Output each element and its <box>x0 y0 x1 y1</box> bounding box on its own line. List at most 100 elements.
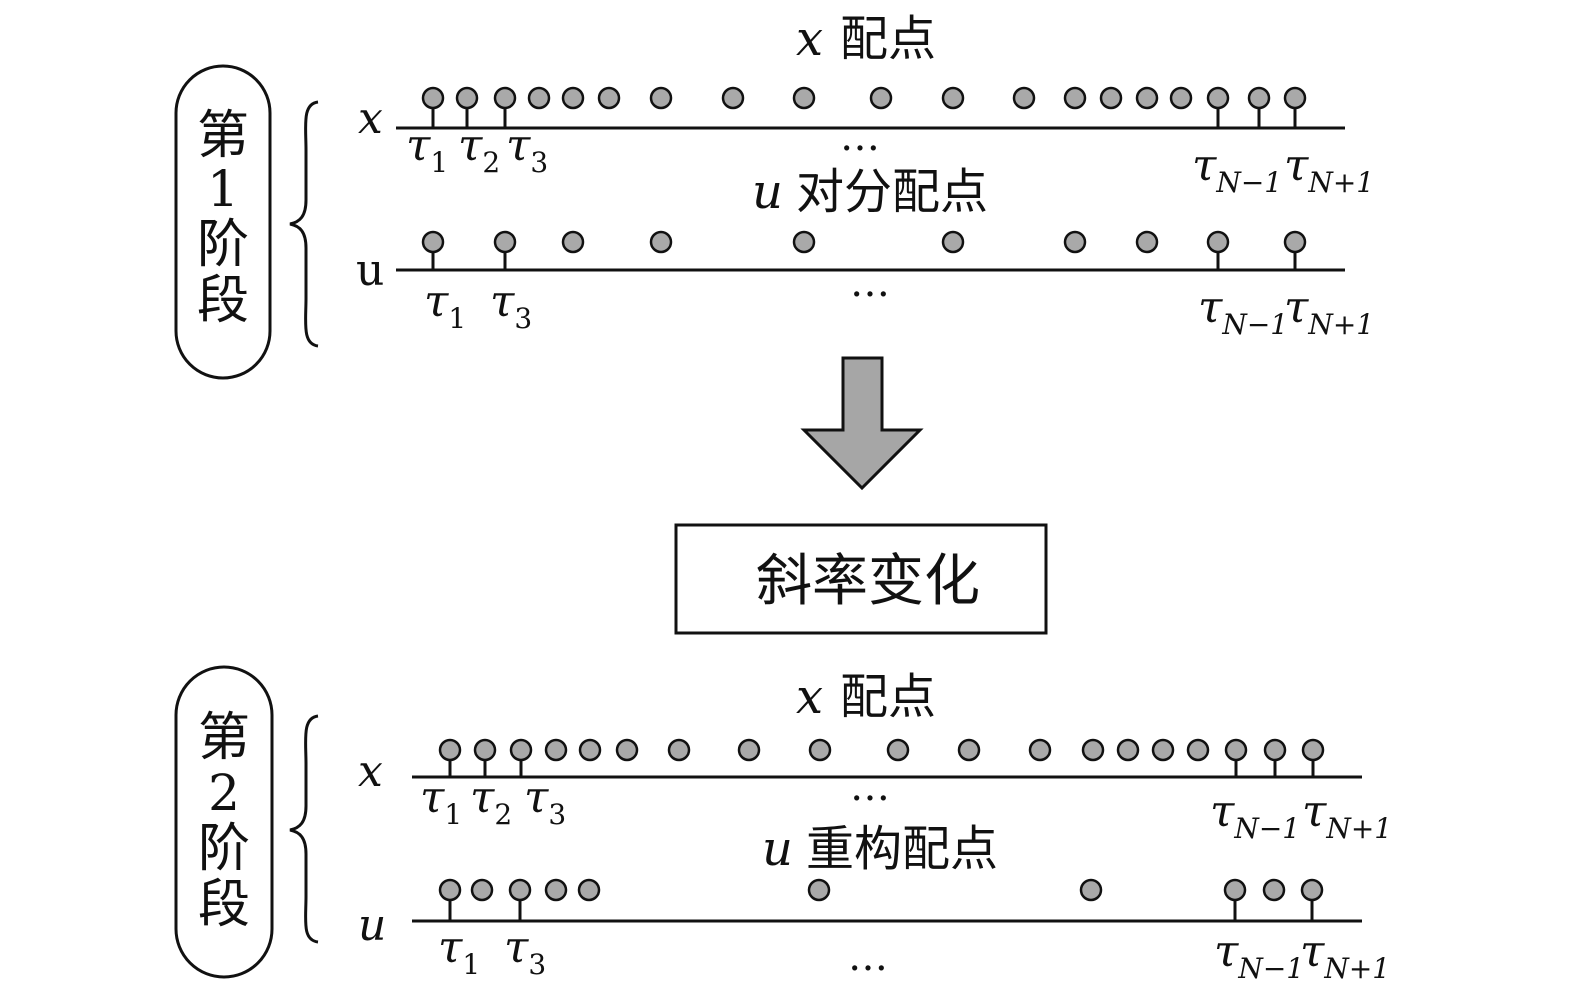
collocation-point <box>421 230 445 254</box>
collocation-point <box>597 86 621 110</box>
collocation-point <box>527 86 551 110</box>
stage2-u-title-text: 重构配点 <box>806 821 998 877</box>
collocation-point <box>1206 86 1230 110</box>
tau-tick-label: τ3 <box>506 120 548 179</box>
stage1-u-ellipsis: … <box>850 260 890 306</box>
stage1-x-title-text: 配点 <box>840 11 936 67</box>
stage1-u-dots <box>421 230 1307 254</box>
stage1-pill <box>174 64 272 380</box>
stage2-pill-label-b1: 阶 <box>198 819 250 879</box>
collocation-point <box>1283 86 1307 110</box>
collocation-point <box>493 86 517 110</box>
stage2-pill-label-num: 2 <box>208 764 240 822</box>
collocation-point <box>941 230 965 254</box>
collocation-point <box>792 86 816 110</box>
collocation-point <box>470 878 494 902</box>
collocation-point <box>649 86 673 110</box>
stage2-x-title-var: x <box>796 669 823 725</box>
collocation-point <box>721 86 745 110</box>
collocation-point <box>941 86 965 110</box>
stage1-pill-label-b2: 段 <box>197 271 249 331</box>
collocation-point <box>792 230 816 254</box>
tau-tick-label: τN−1 <box>1198 282 1288 341</box>
tau-tick-label: τ1 <box>438 922 480 981</box>
tau-tick-label: τ2 <box>470 772 512 831</box>
stage1-x-title-var: x <box>796 11 823 67</box>
collocation-point <box>1262 878 1286 902</box>
slope-change-label: 斜率变化 <box>756 549 980 614</box>
collocation-point <box>667 738 691 762</box>
collocation-point <box>615 738 639 762</box>
collocation-point <box>577 878 601 902</box>
slope-change-box <box>674 523 1048 635</box>
collocation-point <box>957 738 981 762</box>
stage1-u-tick-labels: τ1 τ3 τN−1τN+1 <box>424 276 1374 341</box>
collocation-point <box>1151 738 1175 762</box>
tau-tick-label: τ2 <box>458 120 500 179</box>
tau-tick-label: τ1 <box>420 772 462 831</box>
collocation-point <box>1283 230 1307 254</box>
stage1-pill-label-b1: 阶 <box>197 215 249 275</box>
collocation-point <box>508 878 532 902</box>
stage1-x-axis-label: x <box>358 93 383 144</box>
tau-tick-label: τN+1 <box>1284 282 1374 341</box>
collocation-point <box>421 86 445 110</box>
collocation-point <box>1223 878 1247 902</box>
stage1-pill-label-num: 1 <box>207 160 239 218</box>
stage2-u-ticks <box>448 900 1314 921</box>
stage2-u-title-var: u <box>762 821 793 877</box>
tau-tick-label: τN+1 <box>1300 926 1390 985</box>
stage1-x-dots <box>421 86 1307 110</box>
collocation-point <box>1028 738 1052 762</box>
collocation-point <box>544 878 568 902</box>
tau-tick-label: τN−1 <box>1210 786 1300 845</box>
collocation-point <box>808 738 832 762</box>
collocation-point <box>1063 230 1087 254</box>
stage1-u-title-var: u <box>752 164 783 220</box>
stage1-u-axis-label: u <box>356 245 384 296</box>
tau-tick-label: τN−1 <box>1192 140 1282 199</box>
stage1-u-title-text: 对分配点 <box>796 164 988 220</box>
collocation-point <box>1300 878 1324 902</box>
stage2-x-ticks <box>448 760 1315 777</box>
collocation-point <box>1263 738 1287 762</box>
collocation-point <box>509 738 533 762</box>
tau-tick-label: τ3 <box>490 276 532 335</box>
stage2-u-dots <box>438 878 1324 902</box>
tau-tick-label: τN+1 <box>1284 140 1374 199</box>
stage1-u-ticks <box>431 252 1297 270</box>
collocation-point <box>649 230 673 254</box>
stage1-x-ellipsis: … <box>840 114 880 160</box>
collocation-point <box>737 738 761 762</box>
stage2-x-title-text: 配点 <box>840 669 936 725</box>
stage2-x-ellipsis: … <box>850 764 890 810</box>
collocation-point <box>1224 738 1248 762</box>
stage1-pill-label-top: 第 <box>197 106 249 166</box>
stage2-x-axis-label: x <box>358 746 383 797</box>
collocation-point <box>1081 738 1105 762</box>
stage2-u-axis-label: u <box>358 900 386 951</box>
collocation-point <box>1099 86 1123 110</box>
stage1-curly-brace <box>289 100 319 348</box>
collocation-point <box>1247 86 1271 110</box>
stage2-x-dots <box>438 738 1325 762</box>
collocation-point <box>807 878 831 902</box>
collocation-point <box>1116 738 1140 762</box>
tau-tick-label: τ1 <box>424 276 466 335</box>
tau-tick-label: τN+1 <box>1302 786 1392 845</box>
collocation-point <box>544 738 568 762</box>
collocation-point <box>578 738 602 762</box>
collocation-point <box>493 230 517 254</box>
stage1-x-ticks <box>431 108 1297 128</box>
collocation-point <box>1012 86 1036 110</box>
collocation-point <box>1169 86 1193 110</box>
collocation-point <box>1135 230 1159 254</box>
stage2-pill <box>174 665 274 979</box>
tau-tick-label: τN−1 <box>1214 926 1304 985</box>
collocation-point <box>473 738 497 762</box>
collocation-point <box>1079 878 1103 902</box>
stage2-u-ellipsis: … <box>848 934 888 980</box>
down-arrow <box>800 356 924 491</box>
